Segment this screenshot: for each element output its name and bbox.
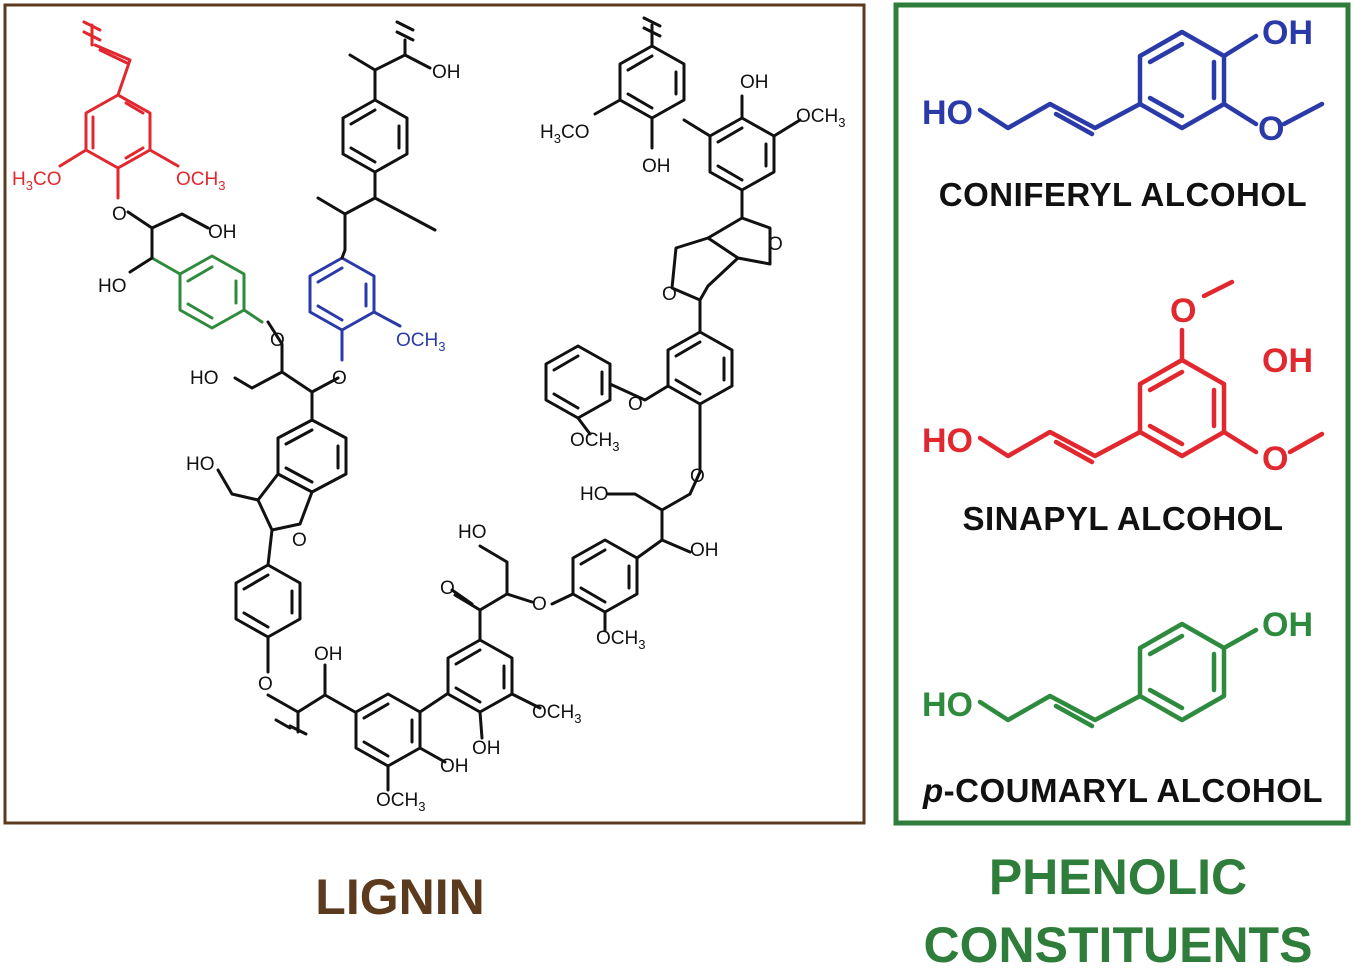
label-ho-2: HO — [186, 454, 215, 475]
coumaryl-name: p-COUMARYL ALCOHOL — [922, 772, 1323, 809]
label-oh-top: OH — [432, 62, 461, 83]
label-h3co-red: H3CO — [12, 169, 61, 193]
label-ho-red: HO — [98, 276, 127, 297]
label-och3-red: OCH3 — [176, 169, 225, 193]
label-oh-biphenyl-top: OH — [740, 72, 769, 93]
coniferyl-o: O — [1258, 110, 1284, 148]
caption-constituents: CONSTITUENTS — [924, 917, 1313, 971]
sinapyl-o-top: O — [1170, 292, 1196, 330]
label-ho-3: HO — [580, 484, 609, 505]
coumaryl-oh: OH — [1262, 606, 1313, 644]
label-och3-bottom: OCH3 — [376, 790, 425, 814]
coumaryl-labels: HO OH — [922, 606, 1313, 724]
label-o-thf2: O — [768, 234, 783, 255]
label-oh-middle: OH — [690, 540, 719, 561]
label-och3-6: OCH3 — [532, 702, 581, 726]
label-o-bottom-left: O — [258, 674, 273, 695]
sinapyl-oh: OH — [1262, 342, 1313, 380]
sinapyl-ho: HO — [922, 422, 973, 460]
label-o-green: O — [270, 330, 285, 351]
coniferyl-ho: HO — [922, 94, 973, 132]
label-ho-5: HO — [458, 522, 487, 543]
label-o-furan: O — [292, 530, 307, 551]
label-o-thf1: O — [662, 284, 677, 305]
phenolic-frame — [893, 2, 1351, 826]
coniferyl-labels: HO OH O — [922, 14, 1313, 148]
label-o-blue: O — [332, 368, 347, 389]
label-och3-5: OCH3 — [596, 628, 645, 652]
lignin-structure — [58, 16, 802, 792]
label-o-ether-lower: O — [532, 594, 547, 615]
coniferyl-unit — [308, 256, 402, 362]
label-och3-blue: OCH3 — [396, 330, 445, 354]
label-oh-8: OH — [440, 756, 469, 777]
sinapyl-o-bottom: O — [1262, 440, 1288, 478]
sinapyl-unit — [58, 20, 180, 200]
label-o-keto: O — [440, 578, 455, 599]
label-o-red: O — [112, 204, 127, 225]
coniferyl-oh: OH — [1262, 14, 1313, 52]
label-ho-1: HO — [190, 368, 219, 389]
lignin-atom-labels: OH OH OCH3 H3CO OH H3CO OCH3 O OH HO O O… — [12, 62, 845, 814]
label-och3-anisole: OCH3 — [570, 430, 619, 454]
label-oh-7: OH — [472, 738, 501, 759]
coumaryl-unit — [150, 254, 264, 330]
sinapyl-labels: HO OH O O — [922, 292, 1313, 478]
caption-lignin: LIGNIN — [315, 869, 484, 925]
label-oh-biphenyl-bottom: OH — [642, 156, 671, 177]
coniferyl-structure — [977, 29, 1325, 137]
coniferyl-name: CONIFERYL ALCOHOL — [939, 176, 1307, 213]
label-o-aryl-ether: O — [628, 394, 643, 415]
label-oh-bottom: OH — [314, 644, 343, 665]
label-och3-top-right: OCH3 — [796, 106, 845, 130]
sinapyl-name: SINAPYL ALCOHOL — [962, 500, 1283, 537]
coumaryl-structure — [977, 621, 1259, 729]
coumaryl-ho: HO — [922, 686, 973, 724]
caption-phenolic: PHENOLIC — [989, 849, 1247, 905]
sinapyl-structure — [977, 279, 1325, 465]
label-o-ether-middle: O — [690, 466, 705, 487]
label-h3co-top-right: H3CO — [540, 122, 589, 146]
lignin-frame — [3, 3, 866, 825]
label-oh-red: OH — [208, 222, 237, 243]
